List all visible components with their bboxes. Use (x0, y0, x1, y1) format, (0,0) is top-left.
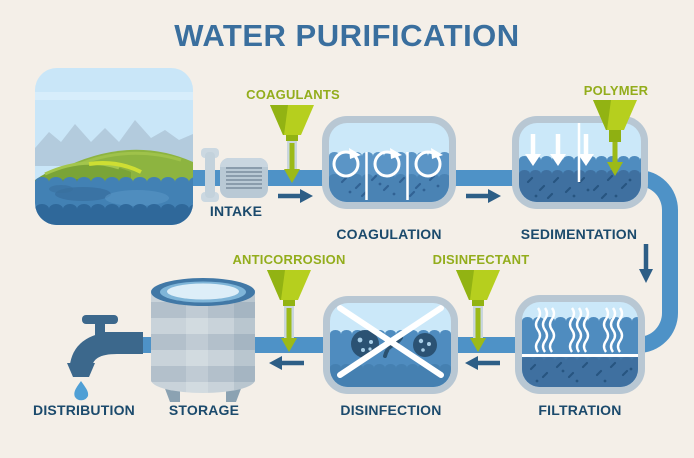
filter-bed-line (522, 354, 638, 358)
coagulants-label: COAGULANTS (246, 87, 340, 102)
distribution-faucet-icon (67, 315, 143, 401)
anticorrosion-funnel-icon (267, 270, 311, 352)
sedimentation-label: SEDIMENTATION (520, 226, 638, 242)
flow-arrow-down-icon (639, 244, 653, 283)
coagulation-label: COAGULATION (336, 226, 442, 242)
pipe-coagulation-to-sedimentation (445, 170, 525, 186)
filtration-label: FILTRATION (538, 402, 622, 418)
flow-arrow-left-icon (465, 356, 500, 370)
flow-arrow-right-icon (466, 189, 501, 203)
flow-arrow-right-icon (278, 189, 313, 203)
faucet-bend (70, 332, 118, 368)
coagulation-tank-icon (322, 116, 456, 209)
swirl-icon (332, 150, 442, 178)
bed-particles (529, 361, 629, 379)
polymer-label: POLYMER (583, 83, 649, 98)
sediment-particles (526, 174, 628, 200)
microbe-icon (413, 333, 437, 357)
disinfection-tank-icon (323, 296, 458, 394)
water-deep (330, 364, 451, 387)
settling-arrowheads (525, 154, 594, 166)
storage-label: STORAGE (168, 402, 240, 418)
filtration-tank-icon (515, 295, 645, 394)
sediment (519, 170, 641, 202)
anticorrosion-label: ANTICORROSION (232, 252, 346, 267)
stored-water (167, 283, 239, 300)
page-title: WATER PURIFICATION (174, 18, 520, 53)
water-drop-icon (74, 381, 89, 401)
storage-tank-icon (151, 278, 255, 402)
path-stripe (88, 161, 142, 174)
filter-bed (522, 357, 638, 387)
faucet-handle (82, 315, 118, 324)
sedimentation-tank-icon (512, 116, 648, 209)
intake-label: INTAKE (209, 203, 263, 219)
flange-stem (205, 152, 215, 198)
coagulants-funnel-icon (270, 105, 314, 183)
disinfectant-funnel-icon (456, 270, 500, 352)
water-source-icon (35, 68, 193, 225)
disinfection-label: DISINFECTION (340, 402, 442, 418)
swirl-arrowheads (349, 148, 443, 159)
flow-arrow-left-icon (269, 356, 304, 370)
pump-grille (226, 167, 262, 189)
lake-deep (35, 204, 193, 225)
kill-cross-icon (337, 305, 444, 378)
settling-arrows (530, 134, 589, 156)
distribution-label: DISTRIBUTION (33, 402, 135, 418)
polymer-funnel-icon (593, 100, 637, 142)
disinfectant-label: DISINFECTANT (432, 252, 530, 267)
tank-body (151, 290, 255, 393)
faucet-mouth (67, 363, 95, 377)
filter-streams (534, 307, 624, 353)
intake-pump-icon (201, 148, 268, 202)
water-deep (329, 174, 449, 202)
